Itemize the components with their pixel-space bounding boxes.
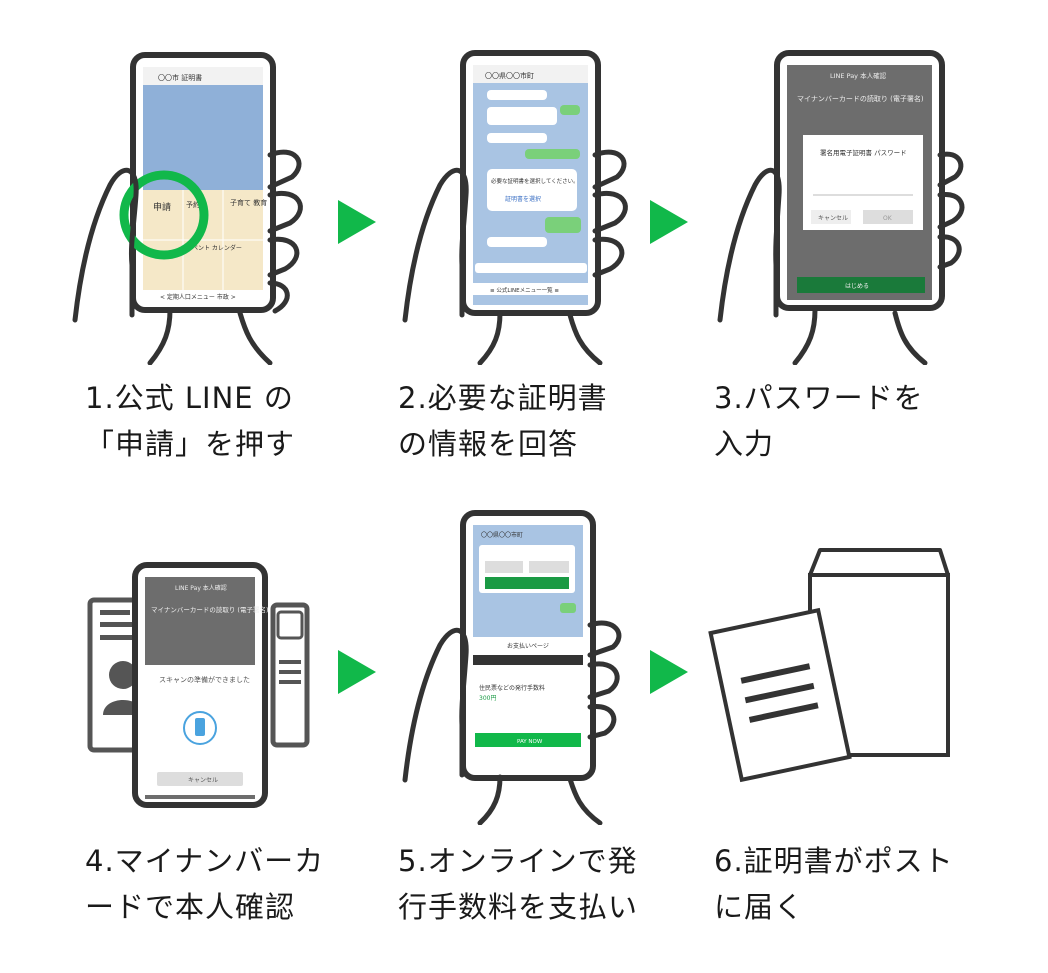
s4-scan-text: スキャンの準備ができました — [159, 675, 250, 684]
s3-dialog-title: 署名用電子証明書 パスワード — [820, 148, 907, 157]
paynow-button-bg — [475, 733, 581, 747]
step5-line1: 5.オンラインで発 — [398, 844, 638, 878]
s1-footer: < 定期人口メニュー 市政 > — [160, 293, 236, 301]
step5-line2: 行手数料を支払い — [398, 890, 639, 924]
step6-line2: に届く — [714, 890, 805, 924]
step1-illustration: 〇〇市 証明書 予約 子育て 教育 イベント カレンダー < 定期人口メニュー … — [70, 45, 330, 366]
step2-svg: 〇〇県〇〇市町 必要な証明書を選択してください。 証明書を選択 ≡ 公式LINE… — [402, 50, 628, 366]
s4-cancel[interactable]: キャンセル — [188, 777, 218, 784]
step6-line1: 6.証明書がポスト — [714, 844, 954, 878]
s5-header: 〇〇県〇〇市町 — [481, 531, 523, 539]
step4-svg: LINE Pay 本人確認 マイナンバーカードの読取り (電子署名) スキャンの… — [87, 562, 310, 808]
s2-question: 必要な証明書を選択してください。 — [491, 177, 579, 185]
s5-item: 住民票などの発行手数料 — [479, 684, 545, 692]
step2-illustration: 〇〇県〇〇市町 必要な証明書を選択してください。 証明書を選択 ≡ 公式LINE… — [395, 45, 645, 366]
step3-line2: 入力 — [714, 427, 775, 461]
s3-start-button[interactable]: はじめる — [845, 283, 869, 290]
s3-cancel[interactable]: キャンセル — [818, 215, 848, 222]
step5-caption: 5.オンラインで発 行手数料を支払い — [398, 838, 638, 930]
s4-title: マイナンバーカードの読取り (電子署名) — [151, 605, 269, 614]
s1-header: 〇〇市 証明書 — [158, 73, 202, 82]
step3-line1: 3.パスワードを — [714, 381, 924, 415]
envelope-flap — [808, 548, 950, 577]
s3-title: マイナンバーカードの読取り (電子署名) — [797, 94, 924, 103]
step4-caption: 4.マイナンバーカ ードで本人確認 — [85, 838, 324, 930]
step5-illustration: 〇〇県〇〇市町 お支払いページ 住民票などの発行手数料 300円 PAY NOW — [395, 505, 645, 826]
step2-line1: 2.必要な証明書 — [398, 381, 608, 415]
s1-menu-1: 予約 — [186, 200, 200, 209]
arrow-5-6 — [650, 650, 688, 694]
arrow-1-2 — [338, 200, 376, 244]
arrow-4-5 — [338, 650, 376, 694]
s1-menu-3: イベント カレンダー — [186, 244, 242, 252]
step2-caption: 2.必要な証明書 の情報を回答 — [398, 375, 608, 467]
step1-caption: 1.公式 LINE の 「申請」を押す — [85, 375, 295, 467]
s2-select-button[interactable]: 証明書を選択 — [505, 195, 541, 203]
step5-svg: 〇〇県〇〇市町 お支払いページ 住民票などの発行手数料 300円 PAY NOW — [402, 510, 622, 826]
arrow-2-3 — [650, 200, 688, 244]
s2-footer: ≡ 公式LINEメニュー一覧 ≡ — [490, 286, 559, 294]
highlight-circle — [119, 170, 209, 260]
step1-line1: 1.公式 LINE の — [85, 381, 294, 415]
step4-illustration: LINE Pay 本人確認 マイナンバーカードの読取り (電子署名) スキャンの… — [85, 550, 335, 820]
s5-paynow[interactable]: PAY NOW — [517, 739, 543, 745]
s1-menu-2: 子育て 教育 — [230, 198, 267, 207]
step6-caption: 6.証明書がポスト に届く — [714, 838, 954, 930]
step6-illustration — [700, 535, 960, 805]
step4-line1: 4.マイナンバーカ — [85, 844, 325, 878]
document-icon — [708, 607, 852, 783]
s3-header: LINE Pay 本人確認 — [830, 71, 887, 80]
s4-header: LINE Pay 本人確認 — [175, 584, 227, 592]
s5-page-title: お支払いページ — [507, 642, 549, 650]
step3-svg: LINE Pay 本人確認 マイナンバーカードの読取り (電子署名) 署名用電子… — [717, 50, 965, 366]
step4-line2: ードで本人確認 — [85, 890, 296, 924]
step3-caption: 3.パスワードを 入力 — [714, 375, 924, 467]
step3-illustration: LINE Pay 本人確認 マイナンバーカードの読取り (電子署名) 署名用電子… — [715, 45, 975, 366]
s3-ok[interactable]: OK — [883, 215, 893, 222]
step1-line2: 「申請」を押す — [85, 427, 296, 461]
step1-svg: 〇〇市 証明書 予約 子育て 教育 イベント カレンダー < 定期人口メニュー … — [72, 52, 303, 366]
step2-line2: の情報を回答 — [398, 427, 579, 461]
s1-menu-0: 申請 — [153, 201, 171, 213]
phone-scan-icon — [195, 718, 205, 736]
s2-header: 〇〇県〇〇市町 — [485, 71, 534, 80]
s5-price: 300円 — [479, 695, 496, 702]
step6-svg — [708, 548, 950, 783]
